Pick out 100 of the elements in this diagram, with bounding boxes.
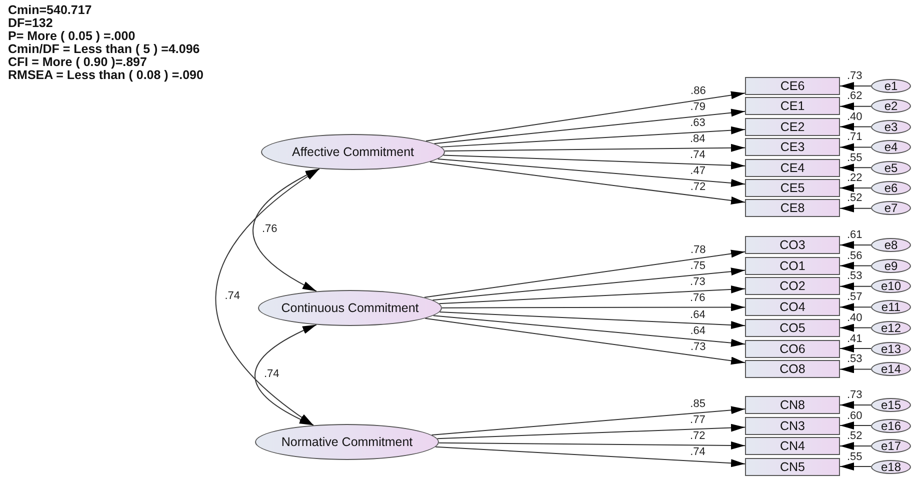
r-squared-value: .55	[847, 452, 862, 462]
latent-variable-ellipse	[258, 290, 442, 326]
r-squared-value: .53	[847, 354, 862, 366]
arrow	[840, 365, 872, 374]
fit-statistic: CFI = More ( 0.90 )=.897	[8, 56, 148, 69]
arrow	[440, 126, 746, 148]
error-term-ellipse: e16	[871, 418, 911, 432]
arrow	[429, 161, 746, 204]
r-squared-value: .40	[847, 312, 862, 324]
fit-statistic: RMSEA = Less than ( 0.08 ) =.090	[8, 69, 204, 82]
error-term-ellipse: e17	[871, 439, 911, 453]
indicator-box: CN4	[745, 437, 840, 455]
indicator-box: CO3	[745, 236, 840, 254]
edge-label: .73	[689, 342, 707, 354]
edge-label: .86	[690, 86, 707, 98]
error-term-ellipse: e6	[871, 181, 911, 195]
indicator-box: CO5	[745, 318, 840, 337]
arrow	[442, 303, 746, 312]
arrow	[432, 268, 746, 301]
r-squared-value: .73	[847, 390, 862, 401]
arrow	[840, 122, 872, 131]
arrow	[436, 424, 746, 440]
r-squared-value: .57	[847, 292, 862, 304]
arrow	[443, 154, 746, 170]
arrow	[840, 241, 872, 249]
arrow	[431, 406, 746, 436]
error-term-ellipse: e14	[871, 362, 911, 376]
arrow	[840, 102, 872, 110]
error-term-ellipse: e10	[871, 279, 911, 294]
error-term-ellipse: e13	[871, 342, 911, 356]
latent-variable-name: Affective Commitment	[292, 145, 414, 159]
covariance-arrow	[215, 168, 320, 426]
error-term-ellipse: e1	[871, 79, 911, 93]
error-term-ellipse: e8	[871, 238, 911, 252]
r-squared-value: .60	[847, 410, 862, 422]
arrow	[840, 262, 872, 270]
arrow	[435, 446, 746, 468]
indicator-box: CN8	[745, 396, 840, 414]
indicator-box: CE4	[745, 158, 840, 177]
arrow	[444, 144, 746, 152]
arrow	[840, 184, 872, 192]
indicator-box: CE6	[745, 77, 840, 95]
indicator-box: CE2	[745, 118, 840, 136]
error-term-ellipse: e2	[871, 99, 911, 114]
arrow	[840, 164, 872, 172]
r-squared-value: .61	[847, 230, 862, 241]
arrow	[840, 204, 872, 212]
arrow	[840, 303, 872, 312]
arrow	[432, 315, 746, 347]
indicator-box: CO1	[745, 256, 840, 275]
r-squared-value: .62	[847, 91, 862, 102]
r-squared-value: .52	[847, 193, 862, 204]
edge-label: .85	[689, 398, 706, 410]
indicator-box: CE8	[745, 199, 840, 218]
arrow	[840, 442, 872, 450]
arrow	[424, 250, 746, 298]
indicator-box: CO2	[745, 277, 840, 296]
arrow	[840, 324, 872, 332]
arrow	[434, 108, 746, 144]
indicator-box: CN3	[745, 416, 840, 434]
r-squared-value: .53	[847, 271, 862, 282]
indicator-box: CE5	[745, 179, 840, 197]
r-squared-value: .71	[847, 132, 862, 144]
indicator-box: CN5	[745, 458, 840, 476]
error-term-ellipse: e11	[871, 300, 911, 314]
edge-label: .64	[689, 310, 706, 321]
arrow	[439, 312, 746, 330]
edge-label: .75	[689, 260, 706, 272]
arrow	[840, 143, 872, 152]
arrow	[840, 462, 872, 470]
arrow	[425, 91, 746, 142]
edge-label: .76	[689, 293, 706, 304]
indicator-box: CE3	[745, 138, 840, 156]
indicator-box: CO8	[745, 360, 840, 378]
r-squared-value: .56	[847, 250, 862, 262]
edge-label: .74	[262, 369, 280, 380]
fit-statistic: Cmin/DF = Less than ( 5 ) =4.096	[8, 43, 201, 56]
error-term-ellipse: e15	[871, 398, 911, 412]
r-squared-value: .52	[847, 431, 862, 442]
error-term-ellipse: e3	[871, 120, 911, 134]
arrow	[840, 422, 872, 430]
covariance-arrow	[254, 324, 317, 426]
edge-label: .63	[689, 118, 706, 130]
latent-variable-name: Normative Commitment	[281, 435, 413, 449]
arrow	[840, 344, 872, 352]
edge-label: .73	[689, 277, 706, 288]
indicator-box: CE1	[745, 97, 840, 116]
edge-label: .78	[689, 244, 707, 256]
r-squared-value: .55	[847, 152, 862, 164]
fit-statistic: DF=132	[8, 17, 54, 30]
error-term-ellipse: e12	[871, 320, 911, 335]
fit-statistic: P= More ( 0.05 ) =.000	[8, 30, 136, 43]
arrow	[840, 82, 872, 90]
arrow	[424, 318, 746, 365]
error-term-ellipse: e5	[871, 160, 911, 175]
error-term-ellipse: e9	[871, 258, 911, 273]
r-squared-value: .73	[847, 71, 862, 82]
r-squared-value: .40	[847, 112, 862, 123]
arrow	[840, 282, 872, 290]
latent-variable-name: Continuous Commitment	[281, 301, 419, 315]
